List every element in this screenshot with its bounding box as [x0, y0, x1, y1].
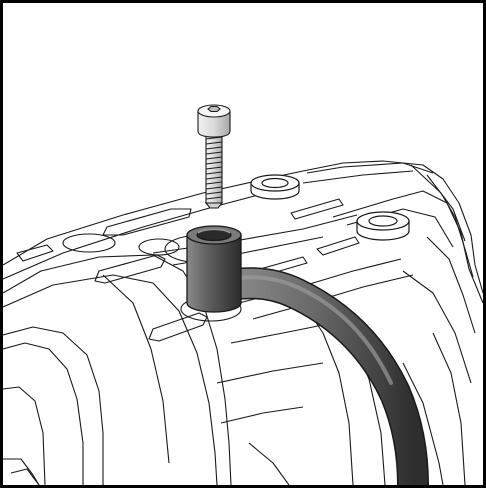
banjo-fitting	[186, 225, 242, 313]
coolant-hose	[226, 267, 429, 485]
cylinder-head-casting	[3, 160, 483, 485]
assembly-illustration	[3, 104, 483, 485]
mounting-boss-left	[250, 174, 300, 200]
mounting-boss-right	[356, 211, 410, 241]
cap-screw-bolt	[197, 104, 231, 209]
